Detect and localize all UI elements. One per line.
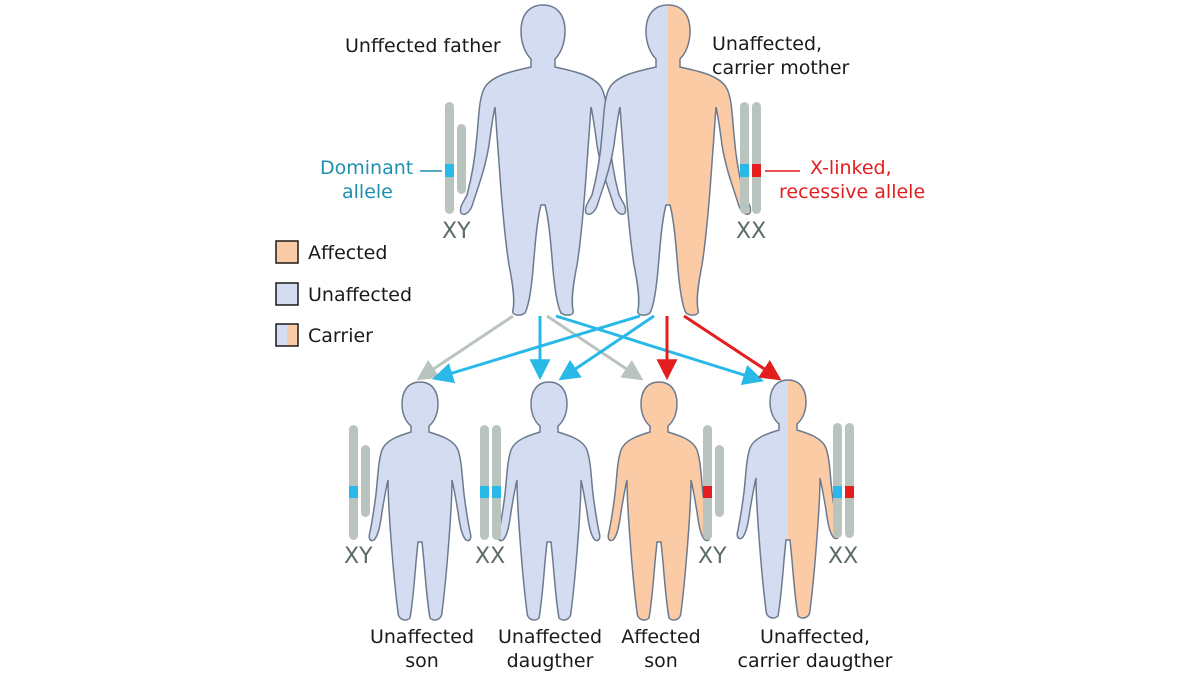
x-chromosome xyxy=(349,425,358,540)
x-chromosome xyxy=(845,423,854,538)
legend-carrier-swatch-border xyxy=(275,323,299,347)
child1-label-line1: Unaffected xyxy=(370,626,474,648)
child2-label-line2: daugther xyxy=(507,650,594,672)
child1-chromosomes xyxy=(349,425,370,540)
mother-chromosomes xyxy=(740,102,761,214)
recessive-allele-band xyxy=(703,486,712,498)
father-chromosomes xyxy=(445,102,466,214)
child3-chromosomes xyxy=(703,425,724,540)
legend-unaffected-swatch xyxy=(275,282,299,306)
x-chromosome xyxy=(445,102,454,214)
legend-carrier-swatch-right xyxy=(287,324,298,346)
legend-affected-label: Affected xyxy=(308,242,387,264)
y-chromosome xyxy=(715,445,724,517)
mother-label-line2: carrier mother xyxy=(712,57,850,79)
child1-label-line2: son xyxy=(405,650,439,672)
x-chromosome xyxy=(833,423,842,538)
y-chromosome xyxy=(457,124,466,194)
child2-chromosome-label: XX xyxy=(475,544,505,569)
child3-label-line1: Affected xyxy=(621,626,700,648)
dominant-allele-label-line2: allele xyxy=(342,181,393,203)
father-label: Unffected father xyxy=(345,35,501,57)
father-chromosome-label: XY xyxy=(442,219,471,244)
dominant-allele-band xyxy=(833,486,842,498)
arrow-father-x-to-daughter2 xyxy=(555,314,765,385)
x-chromosome xyxy=(752,102,761,214)
dominant-allele-band xyxy=(480,486,489,498)
child4-chromosome-label: XX xyxy=(828,544,858,569)
child4-label-line1: Unaffected, xyxy=(760,626,870,648)
legend-carrier-swatch-left xyxy=(276,324,287,346)
dominant-allele-band xyxy=(492,486,501,498)
x-chromosome xyxy=(492,425,501,540)
child2-chromosomes xyxy=(480,425,501,540)
y-chromosome xyxy=(361,445,370,517)
dominant-allele-label-line1: Dominant xyxy=(320,157,413,179)
x-chromosome xyxy=(480,425,489,540)
arrow-mother-x-to-daughter1 xyxy=(558,314,655,381)
child-unaffected-daughter xyxy=(497,381,601,621)
inheritance-arrows xyxy=(416,314,782,385)
dominant-allele-band xyxy=(349,486,358,498)
child3-label-line2: son xyxy=(644,650,678,672)
x-chromosome xyxy=(703,425,712,540)
child-carrier-daughter xyxy=(736,379,840,619)
child2-label-line1: Unaffected xyxy=(498,626,602,648)
child-affected-son xyxy=(607,381,711,621)
child1-chromosome-label: XY xyxy=(344,544,373,569)
recessive-allele-label-line2: recessive allele xyxy=(779,181,925,203)
legend-carrier-label: Carrier xyxy=(308,325,373,347)
legend: Affected Unaffected Carrier xyxy=(275,240,412,347)
legend-unaffected-label: Unaffected xyxy=(308,284,412,306)
legend-affected-swatch xyxy=(275,240,299,264)
mother-label-line1: Unaffected, xyxy=(712,33,822,55)
recessive-allele-band xyxy=(752,164,761,177)
mother-chromosome-label: XX xyxy=(736,219,766,244)
dominant-allele-band xyxy=(445,164,454,177)
recessive-allele-band xyxy=(845,486,854,498)
recessive-allele-label-line1: X-linked, xyxy=(810,157,892,179)
arrow-father-y-to-son2 xyxy=(546,314,644,381)
child4-label-line2: carrier daugther xyxy=(738,650,893,672)
arrow-mother-x-to-son1 xyxy=(431,314,641,384)
child-unaffected-son xyxy=(368,381,472,621)
child3-chromosome-label: XY xyxy=(698,544,727,569)
arrow-mother-xr-to-daughter2 xyxy=(683,314,782,381)
x-chromosome xyxy=(740,102,749,214)
child4-chromosomes xyxy=(833,423,854,538)
dominant-allele-band xyxy=(740,164,749,177)
